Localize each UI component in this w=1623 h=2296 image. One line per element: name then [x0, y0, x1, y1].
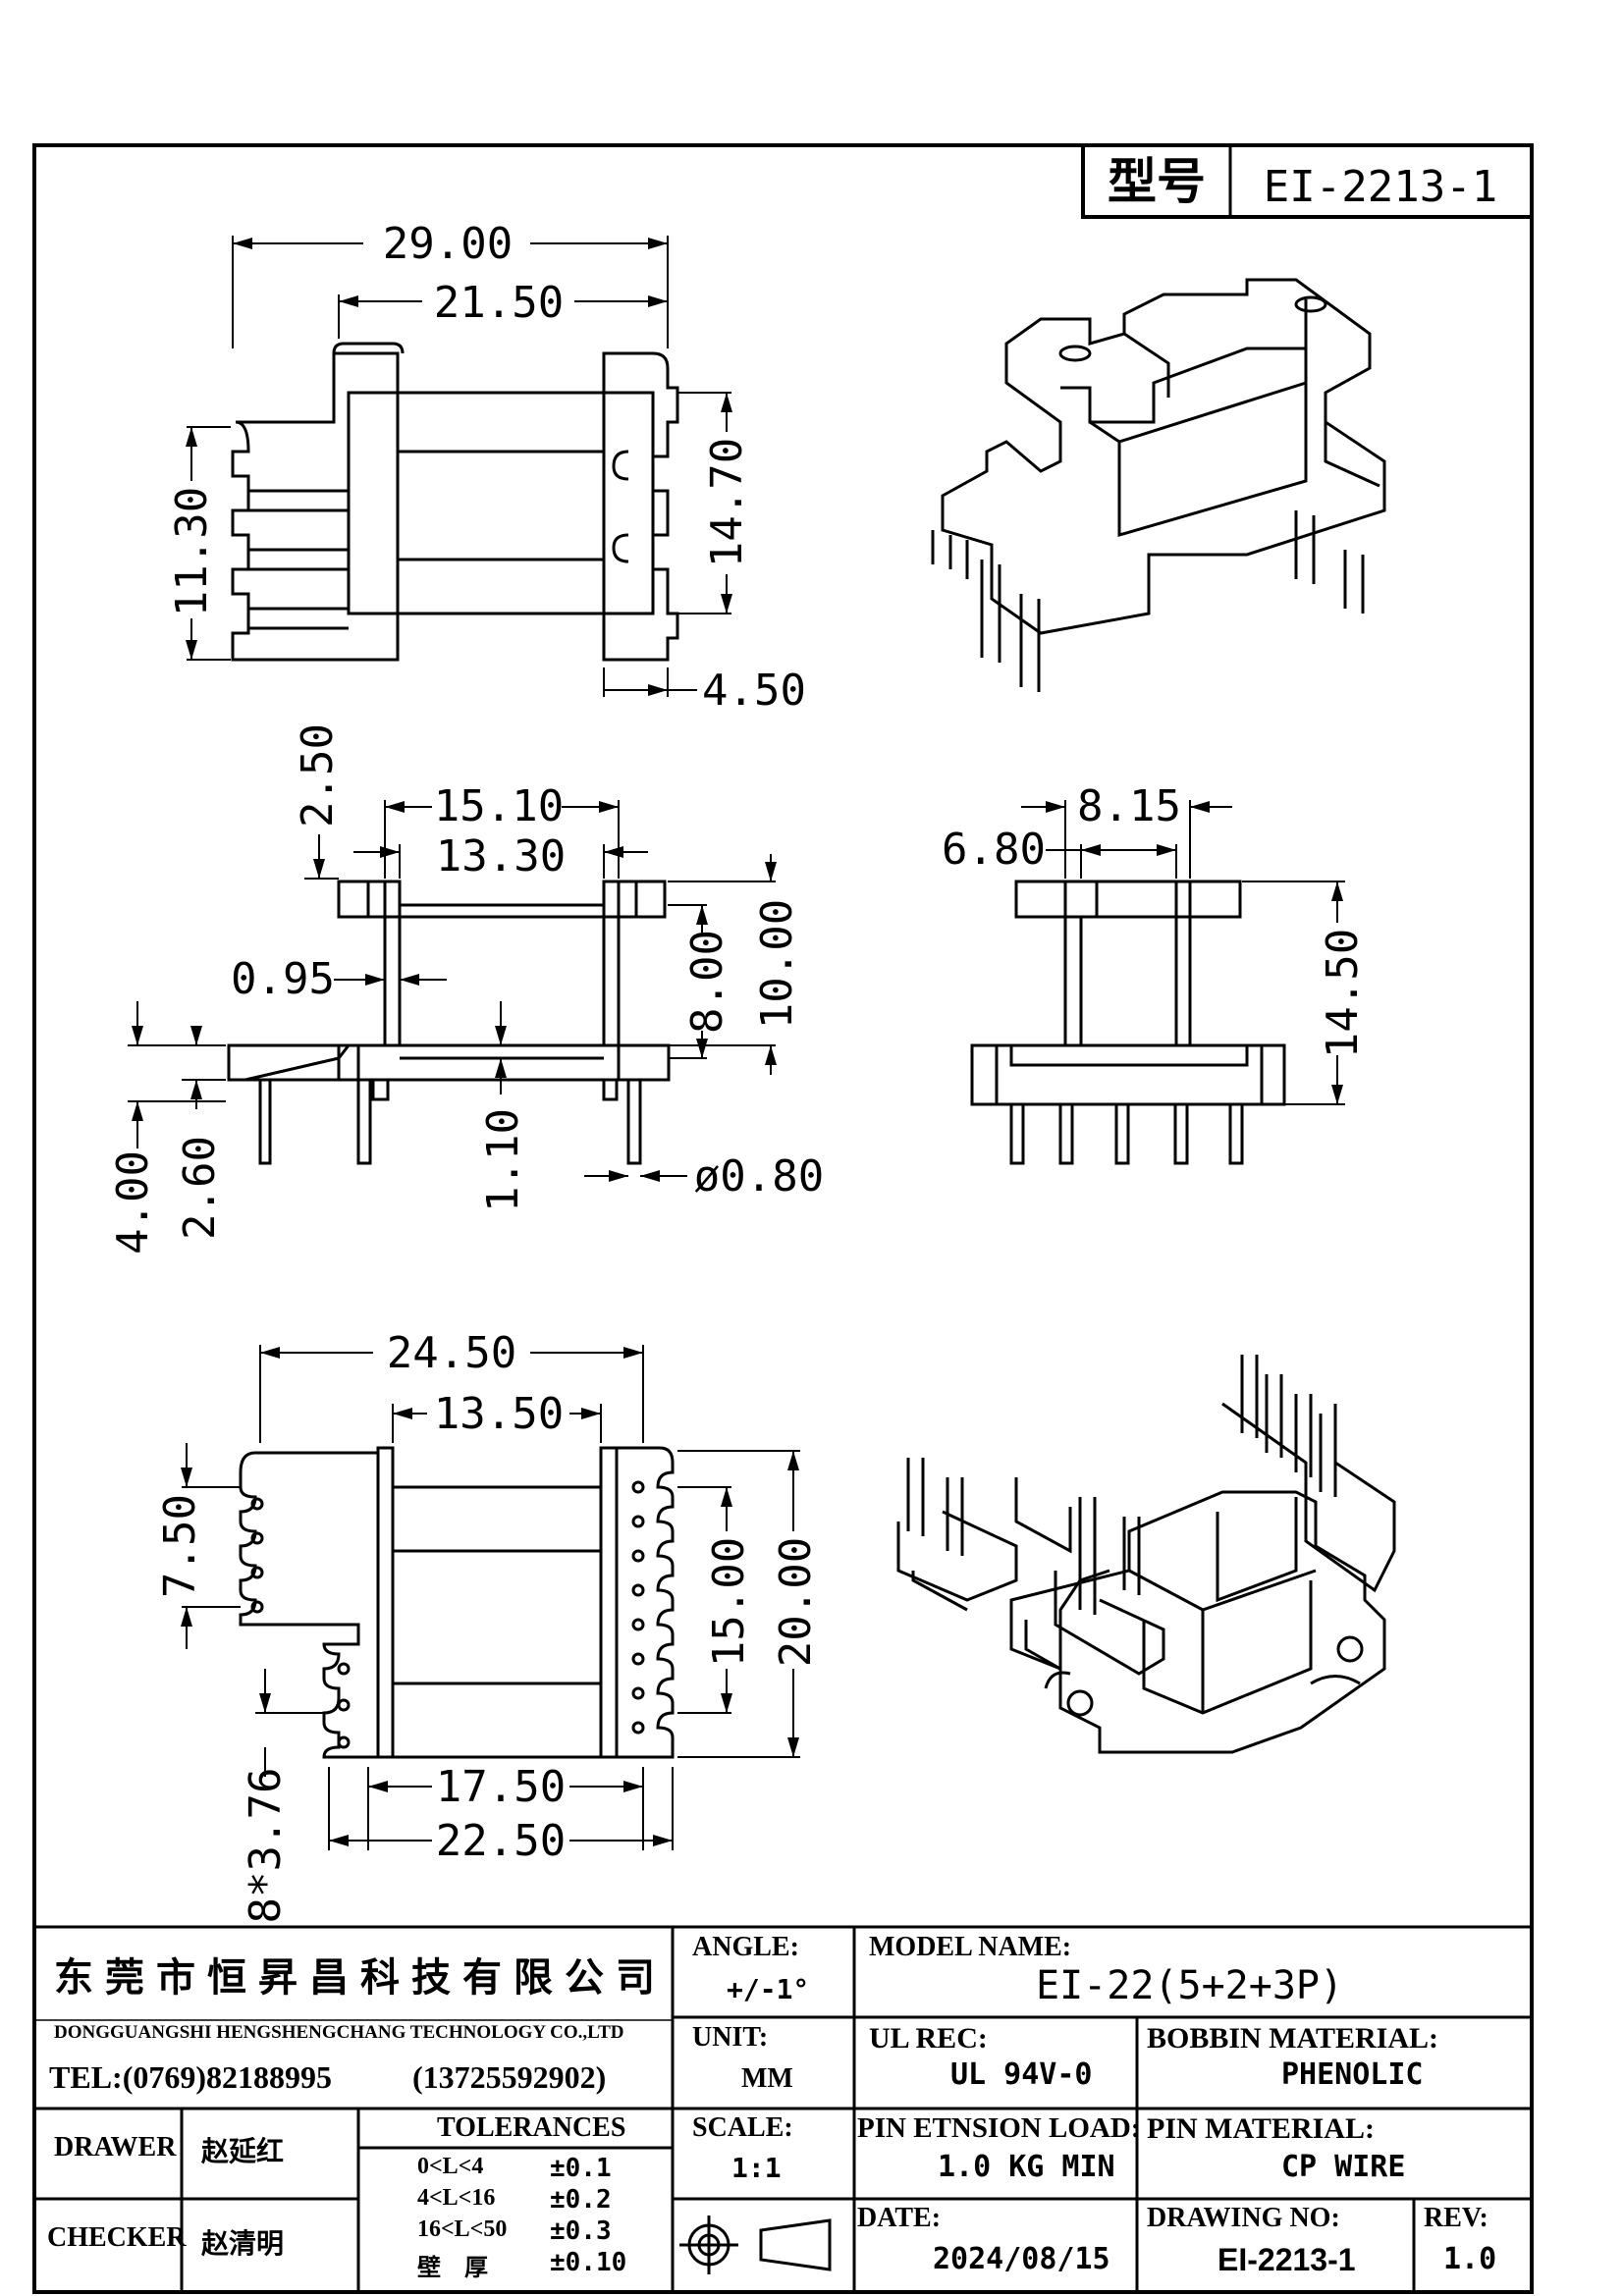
rev-value: 1.0 — [1443, 2242, 1497, 2276]
tol-value-2: ±0.2 — [550, 2185, 612, 2215]
tol-range-2: 4<L<16 — [417, 2185, 496, 2211]
bottom-view-dims — [181, 1345, 800, 1850]
date-value: 2024/08/15 — [933, 2242, 1110, 2276]
bobbin-material-value: PHENOLIC — [1281, 2057, 1424, 2092]
iso-view-bottom — [896, 1355, 1396, 1754]
dim-bottom-overall: 24.50 — [387, 1328, 516, 1378]
dim-base-offset: 4.00 — [108, 1150, 158, 1255]
tol-value-3: ±0.3 — [550, 2216, 612, 2246]
dim-overall-width: 29.00 — [383, 219, 513, 269]
model-name-label: MODEL NAME: — [869, 1932, 1072, 1962]
pin-load-label: PIN ETNSION LOAD: — [857, 2112, 1141, 2144]
company-name-cn: 东莞市恒昇昌科技有限公司 — [54, 1955, 667, 2001]
scale-label: SCALE: — [692, 2112, 793, 2143]
ul-label: UL REC: — [869, 2022, 988, 2055]
date-label: DATE: — [857, 2203, 942, 2233]
model-value: EI-2213-1 — [1264, 162, 1497, 212]
dim-pin-pitch: 8*3.76 — [241, 1768, 291, 1924]
iso-view-top — [931, 278, 1386, 692]
header-model-box: 型号 EI-2213-1 — [1081, 143, 1534, 219]
dim-height-inner: 8.00 — [682, 930, 732, 1034]
unit-label: UNIT: — [692, 2022, 769, 2053]
scale-value: 1:1 — [731, 2152, 782, 2184]
front-view-dims — [128, 800, 777, 1182]
drawing-no-label: DRAWING NO: — [1147, 2203, 1340, 2233]
ul-value: UL 94V-0 — [950, 2057, 1093, 2092]
model-name-value: EI-22(5+2+3P) — [1036, 1963, 1344, 2008]
pin-material-value: CP WIRE — [1281, 2150, 1406, 2184]
dim-inner-span: 13.30 — [436, 831, 566, 881]
dim-pin-step: 2.60 — [175, 1136, 225, 1240]
drawer-label: DRAWER — [54, 2132, 177, 2163]
projection-symbol — [679, 2216, 832, 2274]
drawing-border — [32, 143, 1534, 2294]
dim-window: 8.15 — [1077, 781, 1181, 831]
bottom-view — [239, 1446, 675, 1759]
tol-value-4: ±0.10 — [550, 2248, 627, 2277]
dim-top-gap: 2.50 — [293, 723, 343, 828]
dim-flange-thickness: 4.50 — [702, 666, 806, 716]
dim-height-total: 10.00 — [752, 899, 802, 1029]
rev-label: REV: — [1424, 2203, 1488, 2233]
dim-pin-offset: 1.10 — [478, 1108, 528, 1212]
dim-slot-span: 15.00 — [704, 1537, 754, 1667]
tol-range-1: 0<L<4 — [417, 2154, 484, 2179]
mobile: (13725592902) — [412, 2059, 607, 2095]
dim-bottom-inner: 13.50 — [434, 1389, 564, 1439]
tel: TEL:(0769)82188995 — [49, 2059, 332, 2095]
dim-outer-span: 15.10 — [434, 781, 564, 831]
dim-right-height: 14.70 — [702, 438, 752, 567]
pin-material-label: PIN MATERIAL: — [1147, 2112, 1375, 2145]
angle-value: +/-1° — [727, 1973, 810, 2005]
model-label: 型号 — [1108, 153, 1206, 210]
dim-side-height: 14.50 — [1318, 929, 1368, 1058]
bobbin-material-label: BOBBIN MATERIAL: — [1147, 2022, 1438, 2055]
side-view — [970, 880, 1286, 1165]
dim-core: 6.80 — [942, 825, 1046, 875]
angle-label: ANGLE: — [692, 1932, 799, 1962]
drawer-name: 赵延红 — [201, 2135, 285, 2167]
dim-left-height: 11.30 — [167, 487, 217, 616]
dim-span-a: 17.50 — [436, 1762, 566, 1812]
top-view-dims — [186, 236, 732, 697]
company-name-en: DONGGUANGSHI HENGSHENGCHANG TECHNOLOGY C… — [54, 2022, 624, 2043]
checker-label: CHECKER — [47, 2222, 187, 2253]
dim-wall: 0.95 — [231, 954, 335, 1004]
front-view — [227, 880, 671, 1165]
dim-total-height: 20.00 — [771, 1537, 821, 1667]
dim-inner-width: 21.50 — [434, 278, 564, 328]
dim-left-segment: 7.50 — [155, 1494, 205, 1598]
checker-name: 赵清明 — [201, 2227, 285, 2260]
tol-range-4: 壁 厚 — [417, 2254, 488, 2281]
top-view — [231, 342, 679, 662]
dim-pin-diameter: ø0.80 — [694, 1151, 824, 1201]
title-block-grid — [34, 1925, 1532, 2292]
tol-value-1: ±0.1 — [550, 2154, 612, 2183]
tolerances-label: TOLERANCES — [437, 2112, 626, 2143]
dim-span-b: 22.50 — [436, 1816, 566, 1866]
drawing-no-value: EI-2213-1 — [1217, 2242, 1356, 2277]
tol-range-3: 16<L<50 — [417, 2216, 508, 2242]
pin-load-value: 1.0 KG MIN — [938, 2150, 1115, 2184]
unit-value: MM — [741, 2063, 793, 2094]
side-view-dims — [1021, 800, 1345, 1105]
